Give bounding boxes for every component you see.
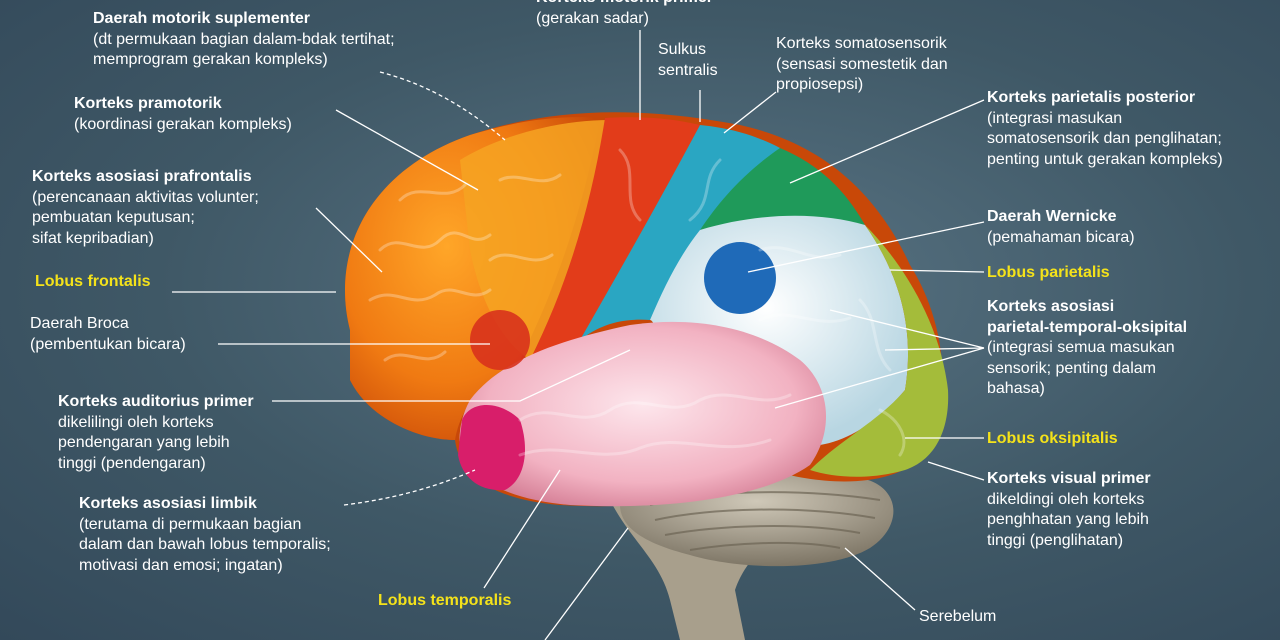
label-central-sulcus: Sulkus sentralis xyxy=(658,40,718,81)
somatosensory-region xyxy=(580,125,780,340)
label-premotor: Korteks pramotorik (koordinasi gerakan k… xyxy=(74,94,292,135)
leader-limbic xyxy=(343,469,476,506)
leader-pto-c xyxy=(774,347,985,409)
label-posterior-parietal-desc: (integrasi masukan somatosensorik dan pe… xyxy=(987,109,1223,168)
leader-pto-a xyxy=(829,309,985,349)
label-pto-desc: (integrasi semua masukan sensorik; penti… xyxy=(987,339,1175,397)
label-auditory-desc: dikelilingi oleh korteks pendengaran yan… xyxy=(58,413,230,472)
leader-prefrontal xyxy=(315,207,383,273)
label-auditory: Korteks auditorius primer dikelilingi ol… xyxy=(58,392,254,474)
label-somatosensory-name: Korteks somatosensorik xyxy=(776,35,947,52)
leader-somatosensory xyxy=(723,91,777,134)
label-limbic: Korteks asosiasi limbik (terutama di per… xyxy=(79,494,331,576)
label-supplementary-motor: Daerah motorik suplementer (dt permukaan… xyxy=(93,9,395,71)
label-prefrontal-title: Korteks asosiasi prafrontalis xyxy=(32,168,252,185)
label-visual-desc: dikeldingi oleh korteks penghhatan yang … xyxy=(987,490,1149,549)
leader-temporal-lobe xyxy=(483,469,561,589)
occipital-region xyxy=(810,225,949,477)
label-motor-primary-desc: (gerakan sadar) xyxy=(536,9,649,27)
label-posterior-parietal: Korteks parietalis posterior (integrasi … xyxy=(987,88,1223,170)
label-wernicke: Daerah Wernicke (pemahaman bicara) xyxy=(987,207,1135,248)
label-auditory-title: Korteks auditorius primer xyxy=(58,393,254,410)
label-central-sulcus-text: Sulkus sentralis xyxy=(658,41,718,79)
label-premotor-title: Korteks pramotorik xyxy=(74,95,222,112)
leader-auditory xyxy=(272,349,631,402)
label-premotor-desc: (koordinasi gerakan kompleks) xyxy=(74,115,292,133)
leader-wernicke xyxy=(747,221,985,273)
leader-cerebellum xyxy=(844,547,916,611)
gyri-texture xyxy=(368,148,906,457)
label-temporal-lobe: Lobus temporalis xyxy=(378,592,512,609)
leader-parietal-lobe xyxy=(889,269,985,273)
label-motor-primary: Korteks motorik primer (gerakan sadar) xyxy=(536,0,713,29)
label-frontal-lobe: Lobus frontalis xyxy=(35,273,151,290)
label-posterior-parietal-title: Korteks parietalis posterior xyxy=(987,89,1196,106)
leader-pto-b xyxy=(884,347,985,351)
label-limbic-title: Korteks asosiasi limbik xyxy=(79,495,257,512)
label-motor-primary-title: Korteks motorik primer xyxy=(536,0,713,9)
label-supplementary-motor-desc: (dt permukaan bagian dalam-bdak tertihat… xyxy=(93,30,395,69)
leader-lines xyxy=(172,30,985,640)
leader-brainstem xyxy=(544,527,629,640)
label-parietal-lobe: Lobus parietalis xyxy=(987,264,1110,281)
label-visual-title: Korteks visual primer xyxy=(987,470,1151,487)
label-supplementary-motor-title: Daerah motorik suplementer xyxy=(93,10,310,27)
label-occipital-lobe: Lobus oksipitalis xyxy=(987,430,1118,447)
wernicke-area xyxy=(704,242,776,314)
motor-region xyxy=(530,117,700,360)
leader-posterior-parietal xyxy=(789,99,985,184)
leader-visual xyxy=(927,461,985,481)
broca-area xyxy=(470,310,530,370)
label-pto-title: Korteks asosiasi parietal-temporal-oksip… xyxy=(987,298,1188,336)
cerebellum-folds xyxy=(649,491,881,551)
label-cerebellum: Serebelum xyxy=(919,608,997,625)
label-limbic-desc: (terutama di permukaan bagian dalam dan … xyxy=(79,515,331,574)
label-broca-desc: (pembentukan bicara) xyxy=(30,335,186,353)
label-wernicke-desc: (pemahaman bicara) xyxy=(987,228,1135,246)
label-broca-name: Daerah Broca xyxy=(30,315,129,332)
limbic-region xyxy=(458,405,525,491)
leader-premotor xyxy=(335,109,479,191)
label-broca: Daerah Broca (pembentukan bicara) xyxy=(30,314,186,355)
posterior-parietal-region xyxy=(700,148,865,230)
temporal-region xyxy=(459,321,827,507)
label-visual: Korteks visual primer dikeldingi oleh ko… xyxy=(987,469,1151,551)
label-wernicke-title: Daerah Wernicke xyxy=(987,208,1117,225)
premotor-region xyxy=(460,120,610,360)
label-pto: Korteks asosiasi parietal-temporal-oksip… xyxy=(987,297,1187,400)
label-somatosensory: Korteks somatosensorik (sensasi somestet… xyxy=(776,34,948,96)
label-prefrontal-desc: (perencanaan aktivitas volunter; pembuat… xyxy=(32,188,259,247)
label-prefrontal: Korteks asosiasi prafrontalis (perencana… xyxy=(32,167,259,249)
leader-supplementary xyxy=(379,71,506,141)
label-somatosensory-desc: (sensasi somestetik dan propiosepsi) xyxy=(776,55,948,94)
